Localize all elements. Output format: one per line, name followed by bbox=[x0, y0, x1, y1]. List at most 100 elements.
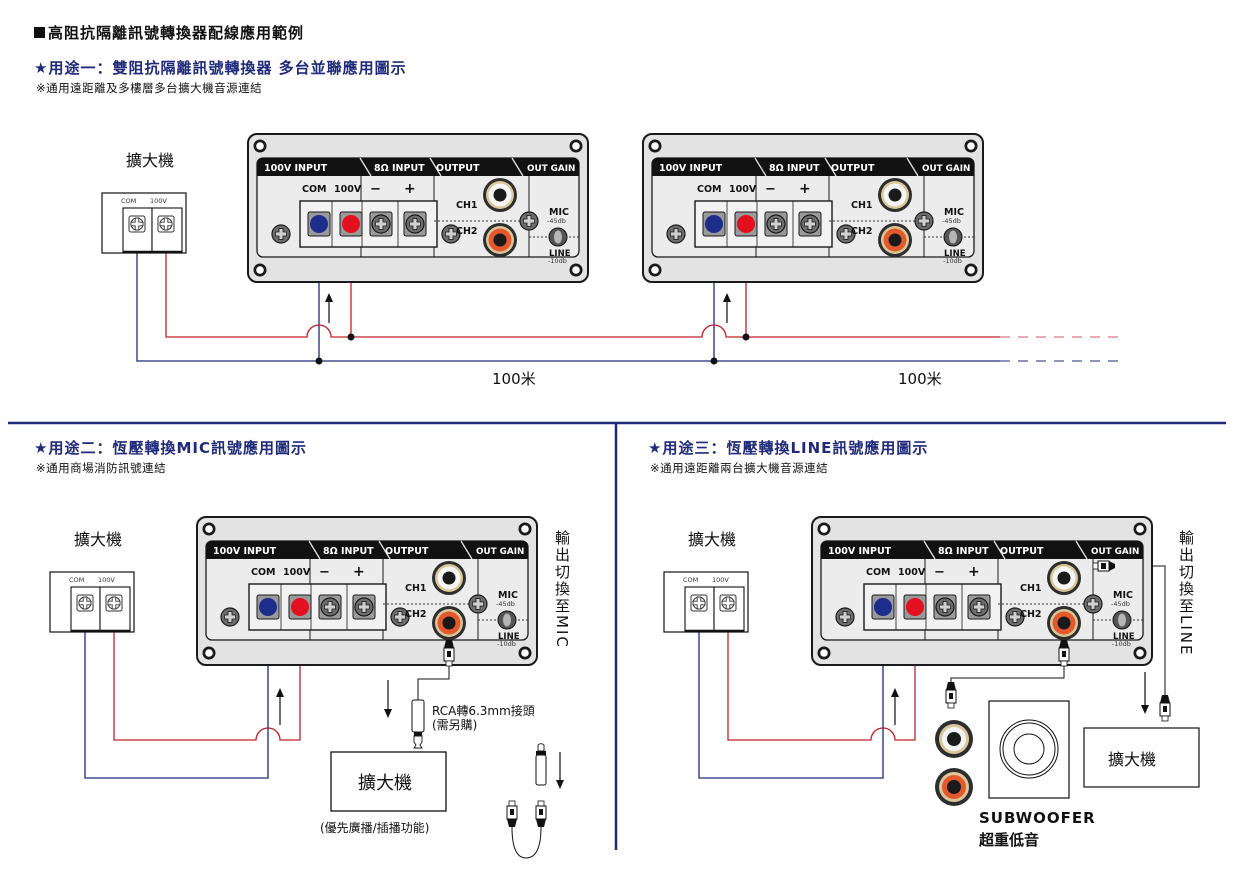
terminal-com[interactable] bbox=[256, 594, 280, 620]
speaker-cone-icon bbox=[1013, 733, 1045, 765]
plug-boot bbox=[1109, 561, 1115, 571]
screw-icon bbox=[1083, 594, 1103, 614]
rca-jack-ch1[interactable] bbox=[432, 561, 466, 595]
rca-jack-ch1[interactable] bbox=[878, 178, 912, 212]
rca-jack-ch1[interactable] bbox=[1047, 561, 1081, 595]
gain-toggle-switch[interactable] bbox=[548, 227, 568, 247]
rca-jack-ch2[interactable] bbox=[1047, 606, 1081, 640]
label-line-db: -10db bbox=[1112, 640, 1131, 648]
label-plus: + bbox=[968, 564, 980, 580]
terminal-100v-dot bbox=[342, 215, 360, 233]
terminal-com[interactable] bbox=[702, 211, 726, 237]
amp-label-com: COM bbox=[121, 197, 136, 205]
terminal-8ohm-minus[interactable] bbox=[764, 211, 788, 237]
second-amp-label: 擴大機 bbox=[1108, 750, 1156, 769]
screw-icon bbox=[666, 224, 686, 244]
terminal-com[interactable] bbox=[871, 594, 895, 620]
mount-hole-center bbox=[820, 525, 828, 533]
terminal-100v[interactable] bbox=[288, 594, 312, 620]
terminal-100v[interactable] bbox=[903, 594, 927, 620]
terminal-8ohm-minus[interactable] bbox=[318, 594, 342, 620]
header-100v-input: 100V INPUT bbox=[659, 163, 723, 174]
screw-icon bbox=[271, 224, 291, 244]
screw-cross bbox=[770, 218, 782, 230]
rca-jack-ch2[interactable] bbox=[483, 223, 517, 257]
terminal-8ohm-plus[interactable] bbox=[403, 211, 427, 237]
section1-subtitle: ※通用遠距離及多樓層多台擴大機音源連結 bbox=[36, 81, 263, 95]
header-8ohm-input: 8Ω INPUT bbox=[938, 546, 989, 557]
amp-label: 擴大機 bbox=[688, 530, 736, 549]
header-separator bbox=[359, 157, 372, 177]
screw-cross bbox=[721, 596, 735, 610]
label-100v: 100V bbox=[334, 184, 362, 195]
screw-cross bbox=[1087, 598, 1099, 610]
amp-label-100v: 100V bbox=[150, 197, 167, 205]
screw-icon bbox=[441, 224, 461, 244]
junction-dot bbox=[710, 357, 718, 365]
terminal-com-dot bbox=[705, 215, 723, 233]
terminal-8ohm-minus[interactable] bbox=[369, 211, 393, 237]
header-separator bbox=[1075, 540, 1088, 560]
rca-jack-ch1[interactable] bbox=[483, 178, 517, 212]
rca-plug-ch1-icon bbox=[1092, 560, 1115, 572]
terminal-8ohm-plus[interactable] bbox=[352, 594, 376, 620]
label-mic-db: -45db bbox=[942, 217, 961, 225]
screw-icon bbox=[766, 214, 786, 234]
amp-label-100v: 100V bbox=[712, 576, 729, 584]
rca-jack-ch2[interactable] bbox=[878, 223, 912, 257]
rca-pin bbox=[493, 188, 507, 202]
mount-hole-center bbox=[256, 142, 264, 150]
rca-jack-ch2[interactable] bbox=[432, 606, 466, 640]
header-100v-input: 100V INPUT bbox=[213, 546, 277, 557]
header-100v-input: 100V INPUT bbox=[264, 163, 328, 174]
label-minus: − bbox=[934, 565, 945, 580]
terminal-8ohm-plus[interactable] bbox=[967, 594, 991, 620]
header-8ohm-input: 8Ω INPUT bbox=[769, 163, 820, 174]
terminal-100v-dot bbox=[737, 215, 755, 233]
plug-boot bbox=[507, 819, 517, 827]
gain-toggle-switch[interactable] bbox=[1112, 610, 1132, 630]
header-out-gain: OUT GAIN bbox=[922, 164, 970, 174]
terminal-100v-dot bbox=[291, 598, 309, 616]
screw-icon bbox=[969, 597, 989, 617]
header-8ohm-input: 8Ω INPUT bbox=[374, 163, 425, 174]
label-line: LINE bbox=[498, 632, 520, 642]
jack-body bbox=[411, 699, 425, 733]
terminal-100v[interactable] bbox=[734, 211, 758, 237]
plug-mark bbox=[949, 693, 953, 699]
label-line: LINE bbox=[549, 249, 571, 259]
screw-cross bbox=[159, 217, 173, 231]
label-plus: + bbox=[404, 181, 416, 197]
wire-com bbox=[84, 629, 269, 779]
rca-cable-sub bbox=[950, 666, 1065, 682]
plug-boot bbox=[946, 682, 956, 690]
terminal-8ohm-plus[interactable] bbox=[798, 211, 822, 237]
mount-hole-center bbox=[205, 525, 213, 533]
header-separator bbox=[511, 157, 524, 177]
header-separator bbox=[923, 540, 936, 560]
rca-pin bbox=[1057, 571, 1071, 585]
terminal-com[interactable] bbox=[307, 211, 331, 237]
terminal-100v[interactable] bbox=[339, 211, 363, 237]
header-output: OUTPUT bbox=[436, 163, 480, 174]
screw-cross bbox=[445, 228, 457, 240]
mount-hole-center bbox=[1136, 525, 1144, 533]
subwoofer-box bbox=[988, 700, 1070, 799]
screw-cross bbox=[224, 611, 236, 623]
mount-hole-center bbox=[820, 649, 828, 657]
gain-toggle-switch[interactable] bbox=[497, 610, 517, 630]
header-8ohm-input: 8Ω INPUT bbox=[323, 546, 374, 557]
plug-tip bbox=[508, 800, 516, 807]
mount-hole-center bbox=[521, 649, 529, 657]
plug-tip bbox=[1060, 660, 1068, 667]
gain-toggle-switch[interactable] bbox=[943, 227, 963, 247]
label-com: COM bbox=[866, 567, 891, 578]
screw-icon bbox=[519, 211, 539, 231]
label-mic-db: -45db bbox=[496, 600, 515, 608]
plug-mark bbox=[539, 809, 543, 815]
terminal-8ohm-minus[interactable] bbox=[933, 594, 957, 620]
header-out-gain: OUT GAIN bbox=[1091, 547, 1139, 557]
header-separator bbox=[460, 540, 473, 560]
header-out-gain: OUT GAIN bbox=[527, 164, 575, 174]
